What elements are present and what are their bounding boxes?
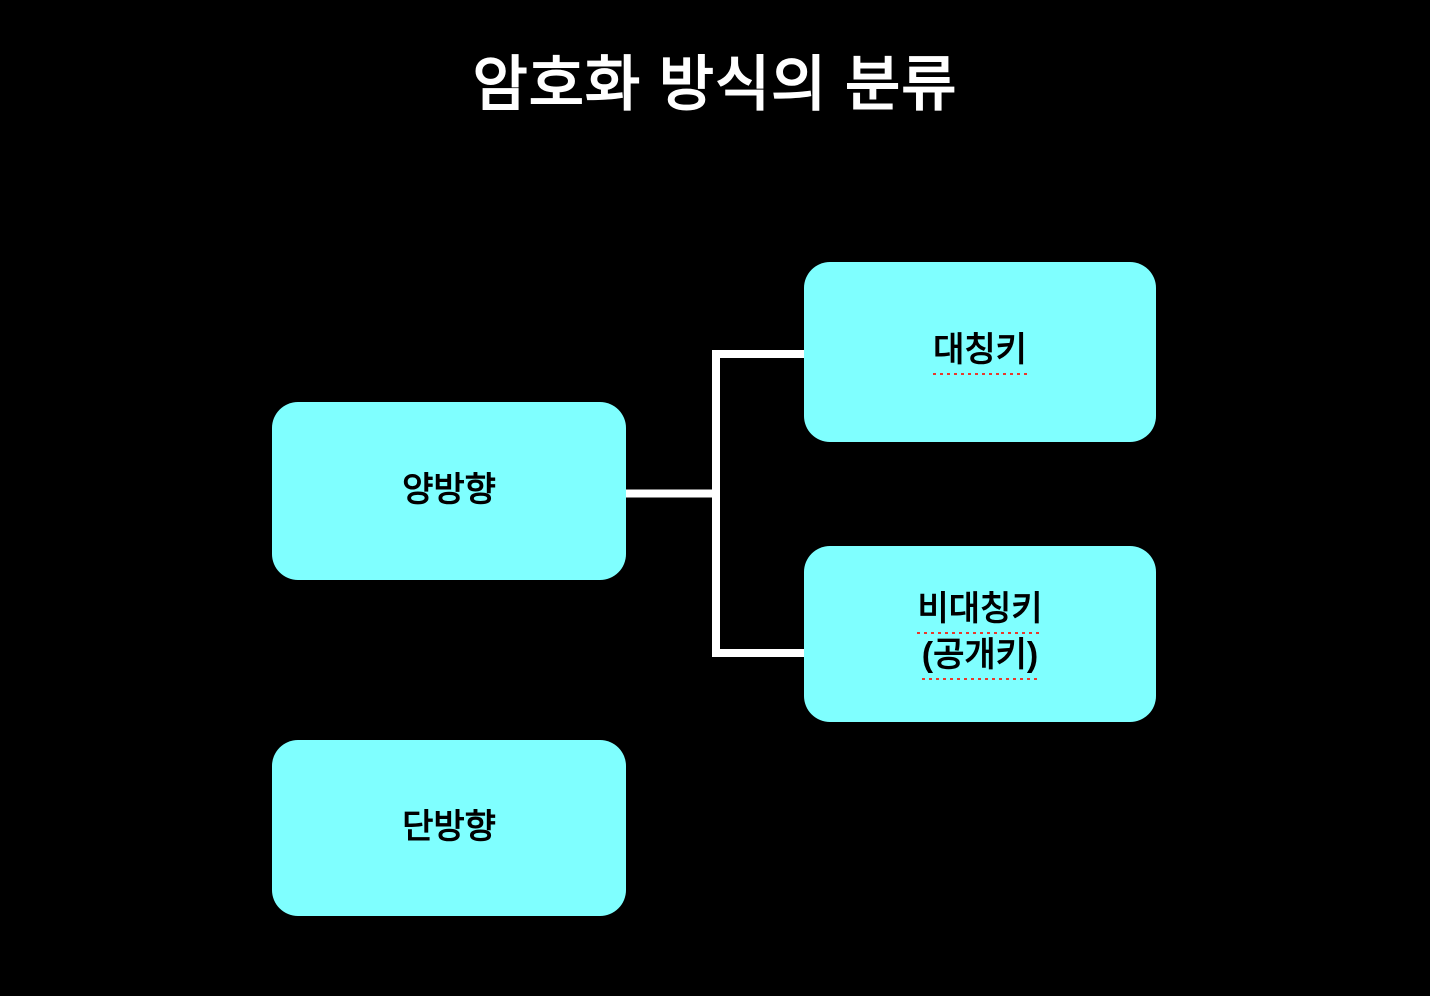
node-two-way[interactable]: 양방향 xyxy=(272,402,626,580)
node-asymmetric-key-label-line2: (공개키) xyxy=(921,634,1039,680)
page-title: 암호화 방식의 분류 xyxy=(472,51,958,118)
node-symmetric-key-label: 대칭키 xyxy=(933,329,1027,375)
node-asymmetric-key[interactable]: 비대칭키 (공개키) xyxy=(804,546,1156,722)
node-asymmetric-key-label-line1: 비대칭키 xyxy=(917,588,1043,634)
node-symmetric-key[interactable]: 대칭키 xyxy=(804,262,1156,442)
node-one-way[interactable]: 단방향 xyxy=(272,740,626,916)
node-two-way-label: 양방향 xyxy=(402,471,496,510)
node-one-way-label: 단방향 xyxy=(402,808,496,847)
